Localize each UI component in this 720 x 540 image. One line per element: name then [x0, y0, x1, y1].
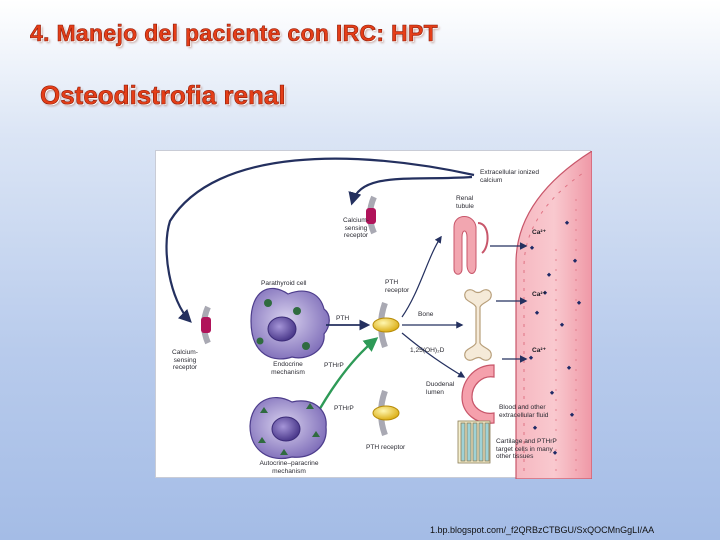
renal-tubule [453, 216, 489, 275]
pth-receptor-mid [372, 301, 400, 349]
slide-subtitle: Osteodistrofia renal [40, 80, 286, 111]
label-parathyroid-cell: Parathyroid cell [261, 280, 307, 287]
label-duodenal-lumen: Duodenal lumen [426, 381, 455, 396]
diagram-graphics [165, 151, 592, 479]
calcium-feedback-arrows [165, 157, 475, 323]
calcium-regulation-diagram: Extracellular ionized calcium Renal tubu… [155, 150, 592, 479]
label-pth-arrow: PTH [336, 315, 350, 322]
label-pthrp-mid: PTHrP [324, 362, 344, 369]
calcium-ions [528, 220, 582, 455]
blood-vessel [515, 151, 592, 479]
label-renal-tubule: Renal tubule [456, 195, 474, 210]
label-ca-ion-1: Ca²⁺ [532, 229, 547, 236]
label-vitamin-d: 1,25(OH)₂D [410, 347, 445, 354]
label-cartilage: Cartilage and PTHrP target cells in many… [496, 438, 557, 461]
slide-title: 4. Manejo del paciente con IRC: HPT [30, 20, 438, 47]
label-blood-fluid: Blood and other extracellular fluid [499, 404, 549, 419]
pth-receptor-bottom [372, 389, 400, 437]
duodenum [461, 364, 495, 424]
casr-left-membrane [201, 305, 211, 345]
target-organ-arrows [401, 235, 466, 378]
pthrp-granules [258, 403, 320, 455]
label-bone: Bone [418, 311, 434, 318]
casr-top-membrane [366, 195, 377, 235]
parathyroid-cell [250, 287, 330, 360]
label-extracellular-calcium: Extracellular ionized calcium [480, 169, 540, 184]
label-ca-ion-3: Ca²⁺ [532, 347, 547, 354]
pth-granules [256, 299, 310, 350]
label-pth-receptor-bottom: PTH receptor [366, 444, 406, 451]
label-pthrp-low: PTHrP [334, 405, 354, 412]
label-autocrine: Autocrine–paracrine mechanism [259, 460, 319, 475]
autocrine-cell [249, 397, 327, 459]
cartilage-cells [457, 420, 491, 464]
label-ca-ion-2: Ca²⁺ [532, 291, 547, 298]
label-casr-top: Calcium- sensing receptor [342, 217, 369, 240]
bone [464, 289, 492, 361]
calcium-flux-arrows [490, 242, 528, 363]
label-pth-receptor-top: PTH receptor [385, 279, 410, 294]
label-endocrine: Endocrine mechanism [271, 361, 305, 376]
image-source-caption: 1.bp.blogspot.com/_f2QRBzCTBGU/SxQOCMnGg… [430, 525, 655, 535]
label-casr-left: Calcium- sensing receptor [171, 349, 198, 372]
